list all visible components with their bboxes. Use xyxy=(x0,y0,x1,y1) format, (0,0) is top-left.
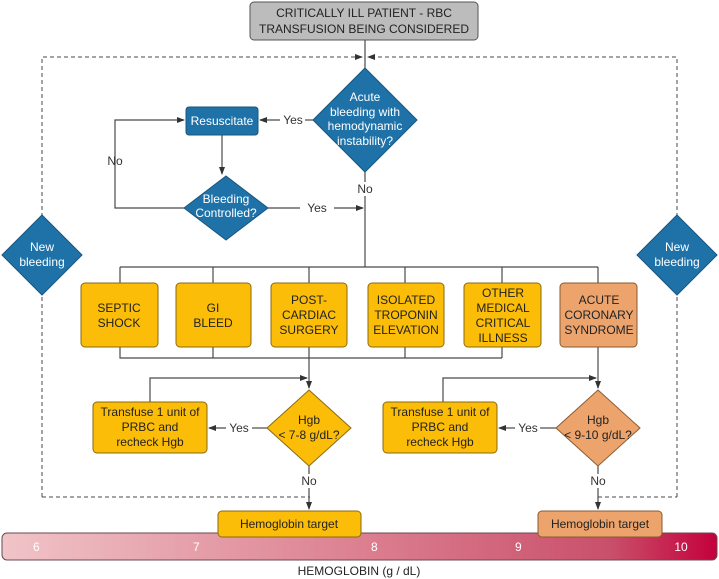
tick-8: 8 xyxy=(371,540,378,554)
svg-text:6 7 8 9 10: 6 7 8 9 10 xyxy=(33,540,688,554)
svg-text:Hemoglobin target: Hemoglobin target xyxy=(240,517,339,531)
start-line: CRITICALLY ILL PATIENT - RBC xyxy=(276,6,452,20)
connectors xyxy=(114,40,598,509)
no-label: No xyxy=(301,474,317,488)
svg-text:Hgb< 9-10 g/dL?: Hgb< 9-10 g/dL? xyxy=(564,413,632,442)
yes-label: Yes xyxy=(229,421,249,435)
no-label: No xyxy=(590,474,606,488)
scale-axis-label: HEMOGLOBIN (g / dL) xyxy=(298,564,421,578)
start-line: TRANSFUSION BEING CONSIDERED xyxy=(259,22,469,36)
hemoglobin-target-left: Hemoglobin target xyxy=(217,510,362,538)
yes-label: Yes xyxy=(518,421,538,435)
hemoglobin-target-right: Hemoglobin target xyxy=(537,510,663,538)
tick-7: 7 xyxy=(193,540,200,554)
resuscitate-box: Resuscitate xyxy=(185,106,259,136)
tick-9: 9 xyxy=(515,540,522,554)
no-label: No xyxy=(107,154,123,168)
yes-label: Yes xyxy=(307,201,327,215)
svg-text:Hemoglobin target: Hemoglobin target xyxy=(551,517,650,531)
no-label: No xyxy=(357,182,373,196)
svg-text:Hgb< 7-8 g/dL?: Hgb< 7-8 g/dL? xyxy=(278,413,339,442)
svg-text:Resuscitate: Resuscitate xyxy=(191,114,254,128)
yes-label: Yes xyxy=(283,113,303,127)
tick-6: 6 xyxy=(33,540,40,554)
new-bleeding-loops xyxy=(41,54,678,498)
tick-10: 10 xyxy=(674,540,688,554)
hgb-decision-right: Hgb< 9-10 g/dL? xyxy=(555,389,641,467)
hgb-decision-left: Hgb< 7-8 g/dL? xyxy=(266,389,352,467)
start-box: CRITICALLY ILL PATIENT - RBC TRANSFUSION … xyxy=(249,1,479,41)
